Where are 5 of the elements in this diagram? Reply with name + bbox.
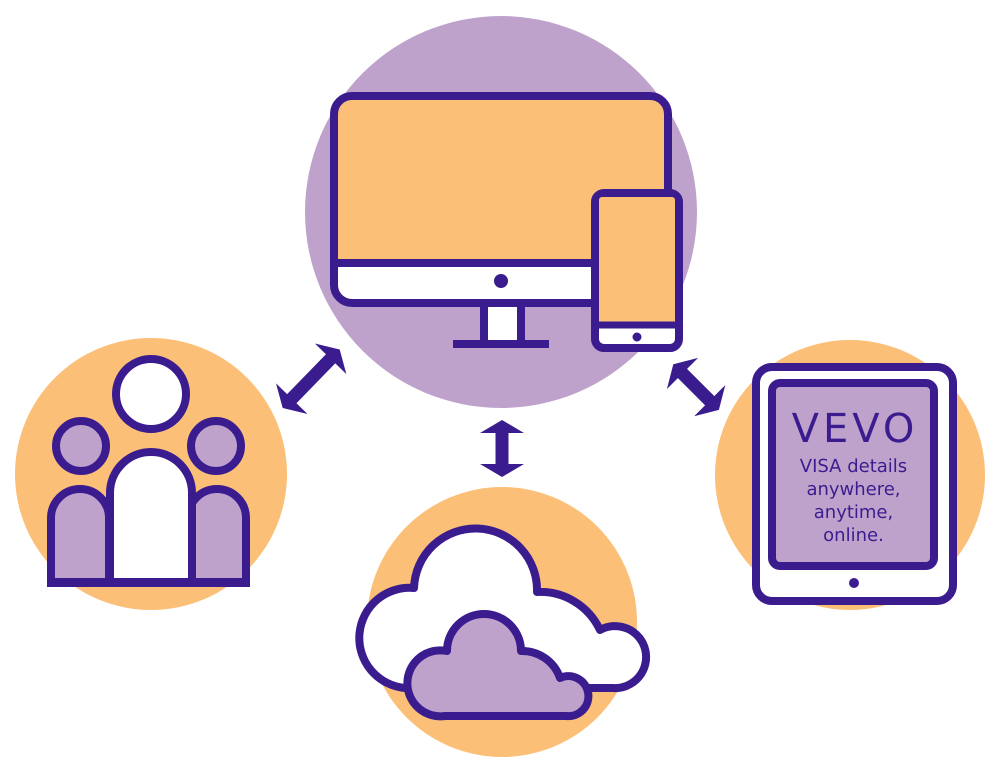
double-headed-arrow	[276, 343, 346, 414]
screen-heading: VEVO	[790, 409, 920, 449]
double-headed-arrow	[666, 358, 726, 416]
double-headed-arrow	[480, 420, 524, 477]
screen-text: VISA details anywhere, anytime, online.	[798, 455, 908, 547]
